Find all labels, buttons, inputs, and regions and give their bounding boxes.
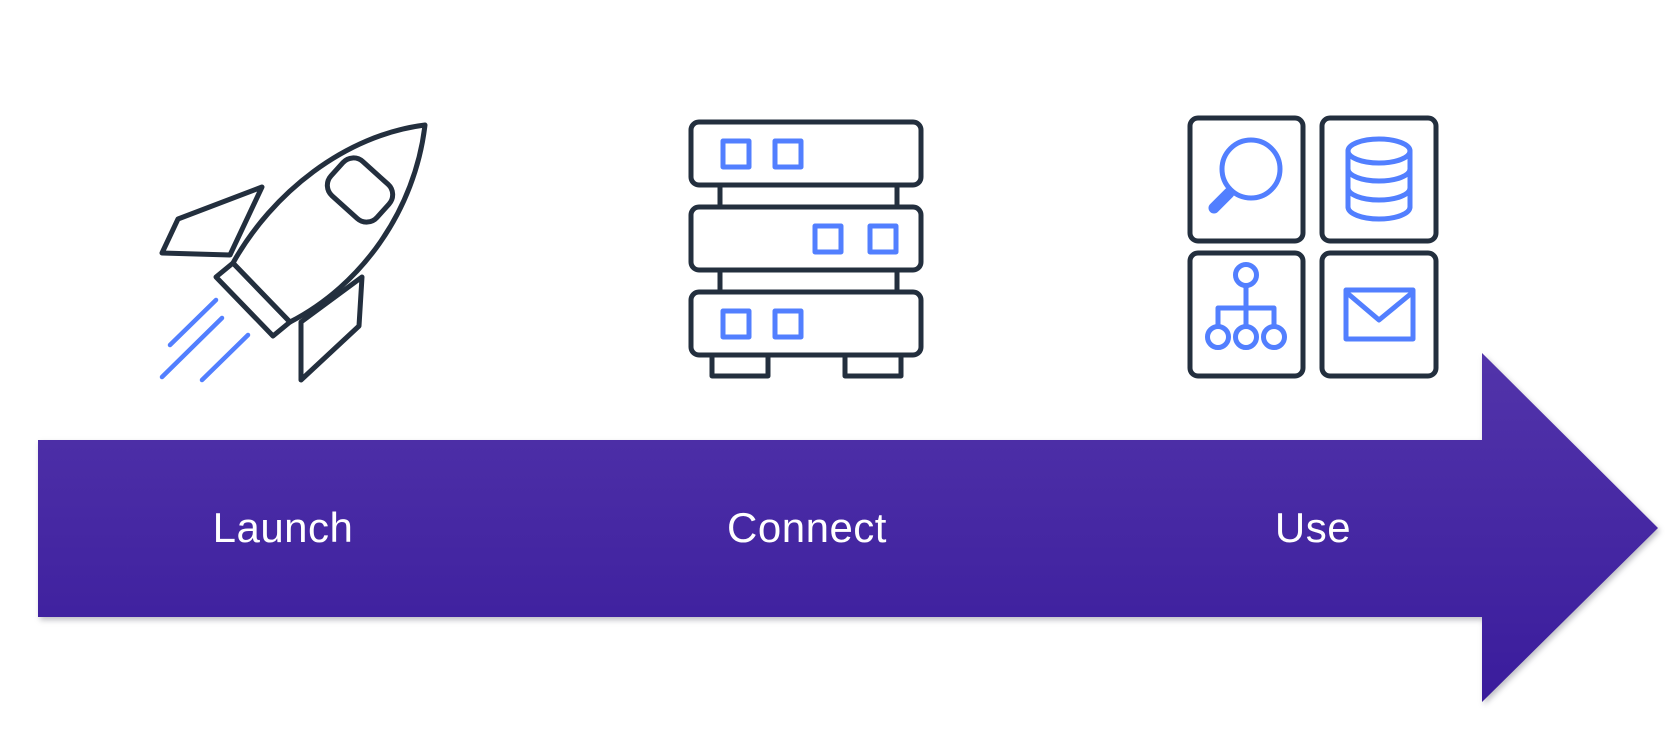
search-icon (1208, 137, 1283, 214)
indicator-square (812, 223, 844, 255)
indicator-square (720, 138, 752, 170)
database-icon (1345, 136, 1413, 222)
email-icon (1343, 287, 1416, 342)
indicator-square (720, 308, 752, 340)
indicator-square (772, 308, 804, 340)
speed-line (199, 332, 251, 383)
grid-tile (1187, 115, 1306, 244)
right-arrow-shape (38, 353, 1658, 702)
step-label-launch: Launch (212, 504, 354, 551)
rocket-icon (159, 122, 428, 383)
org-hierarchy-icon (1205, 262, 1287, 350)
rocket-bottom-fin (298, 274, 365, 383)
rocket-window (324, 155, 396, 225)
server-stack-icon (688, 119, 924, 379)
server-rack (688, 204, 924, 273)
grid-tile (1319, 250, 1439, 379)
speed-line (167, 297, 219, 348)
rocket-left-fin (159, 184, 265, 258)
rocket-body (230, 122, 428, 325)
services-grid-icon (1187, 115, 1439, 379)
step-label-connect: Connect (727, 504, 887, 551)
indicator-square (772, 138, 804, 170)
speed-line (159, 315, 225, 380)
step-label-use: Use (1274, 504, 1352, 551)
indicator-square (867, 223, 899, 255)
